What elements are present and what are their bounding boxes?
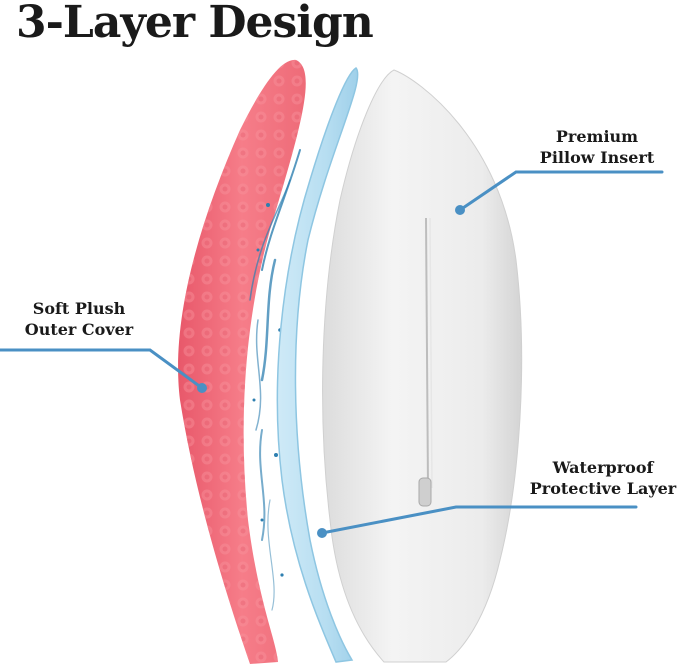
soft-cover-label: Soft Plush Outer Cover [4,298,154,340]
outer-cover-layer [178,59,306,665]
page-title: 3-Layer Design [16,0,374,48]
callout-waterproof-dot [317,528,327,538]
callout-premium-line [458,170,664,212]
waterproof-layer-label: Waterproof Protective Layer [518,457,679,499]
soft-cover-label-line2: Outer Cover [24,320,134,339]
callout-soft-dot [197,383,207,393]
premium-insert-label-line1: Premium [555,127,639,146]
waterproof-layer-label-line1: Waterproof [552,458,654,477]
callout-dots [197,205,465,538]
callout-waterproof-line [320,505,638,535]
premium-insert-label: Premium Pillow Insert [522,126,672,168]
waterproof-layer [276,67,359,663]
waterproof-layer-label-line2: Protective Layer [529,479,677,498]
callout-lines [0,170,664,535]
premium-insert-label-line2: Pillow Insert [539,148,655,167]
callout-soft-line [0,348,204,390]
callout-premium-dot [455,205,465,215]
soft-cover-label-line1: Soft Plush [32,299,126,318]
pillow-insert-layer [322,69,523,663]
water-splash [249,149,301,611]
zipper-pull-icon [418,477,432,507]
